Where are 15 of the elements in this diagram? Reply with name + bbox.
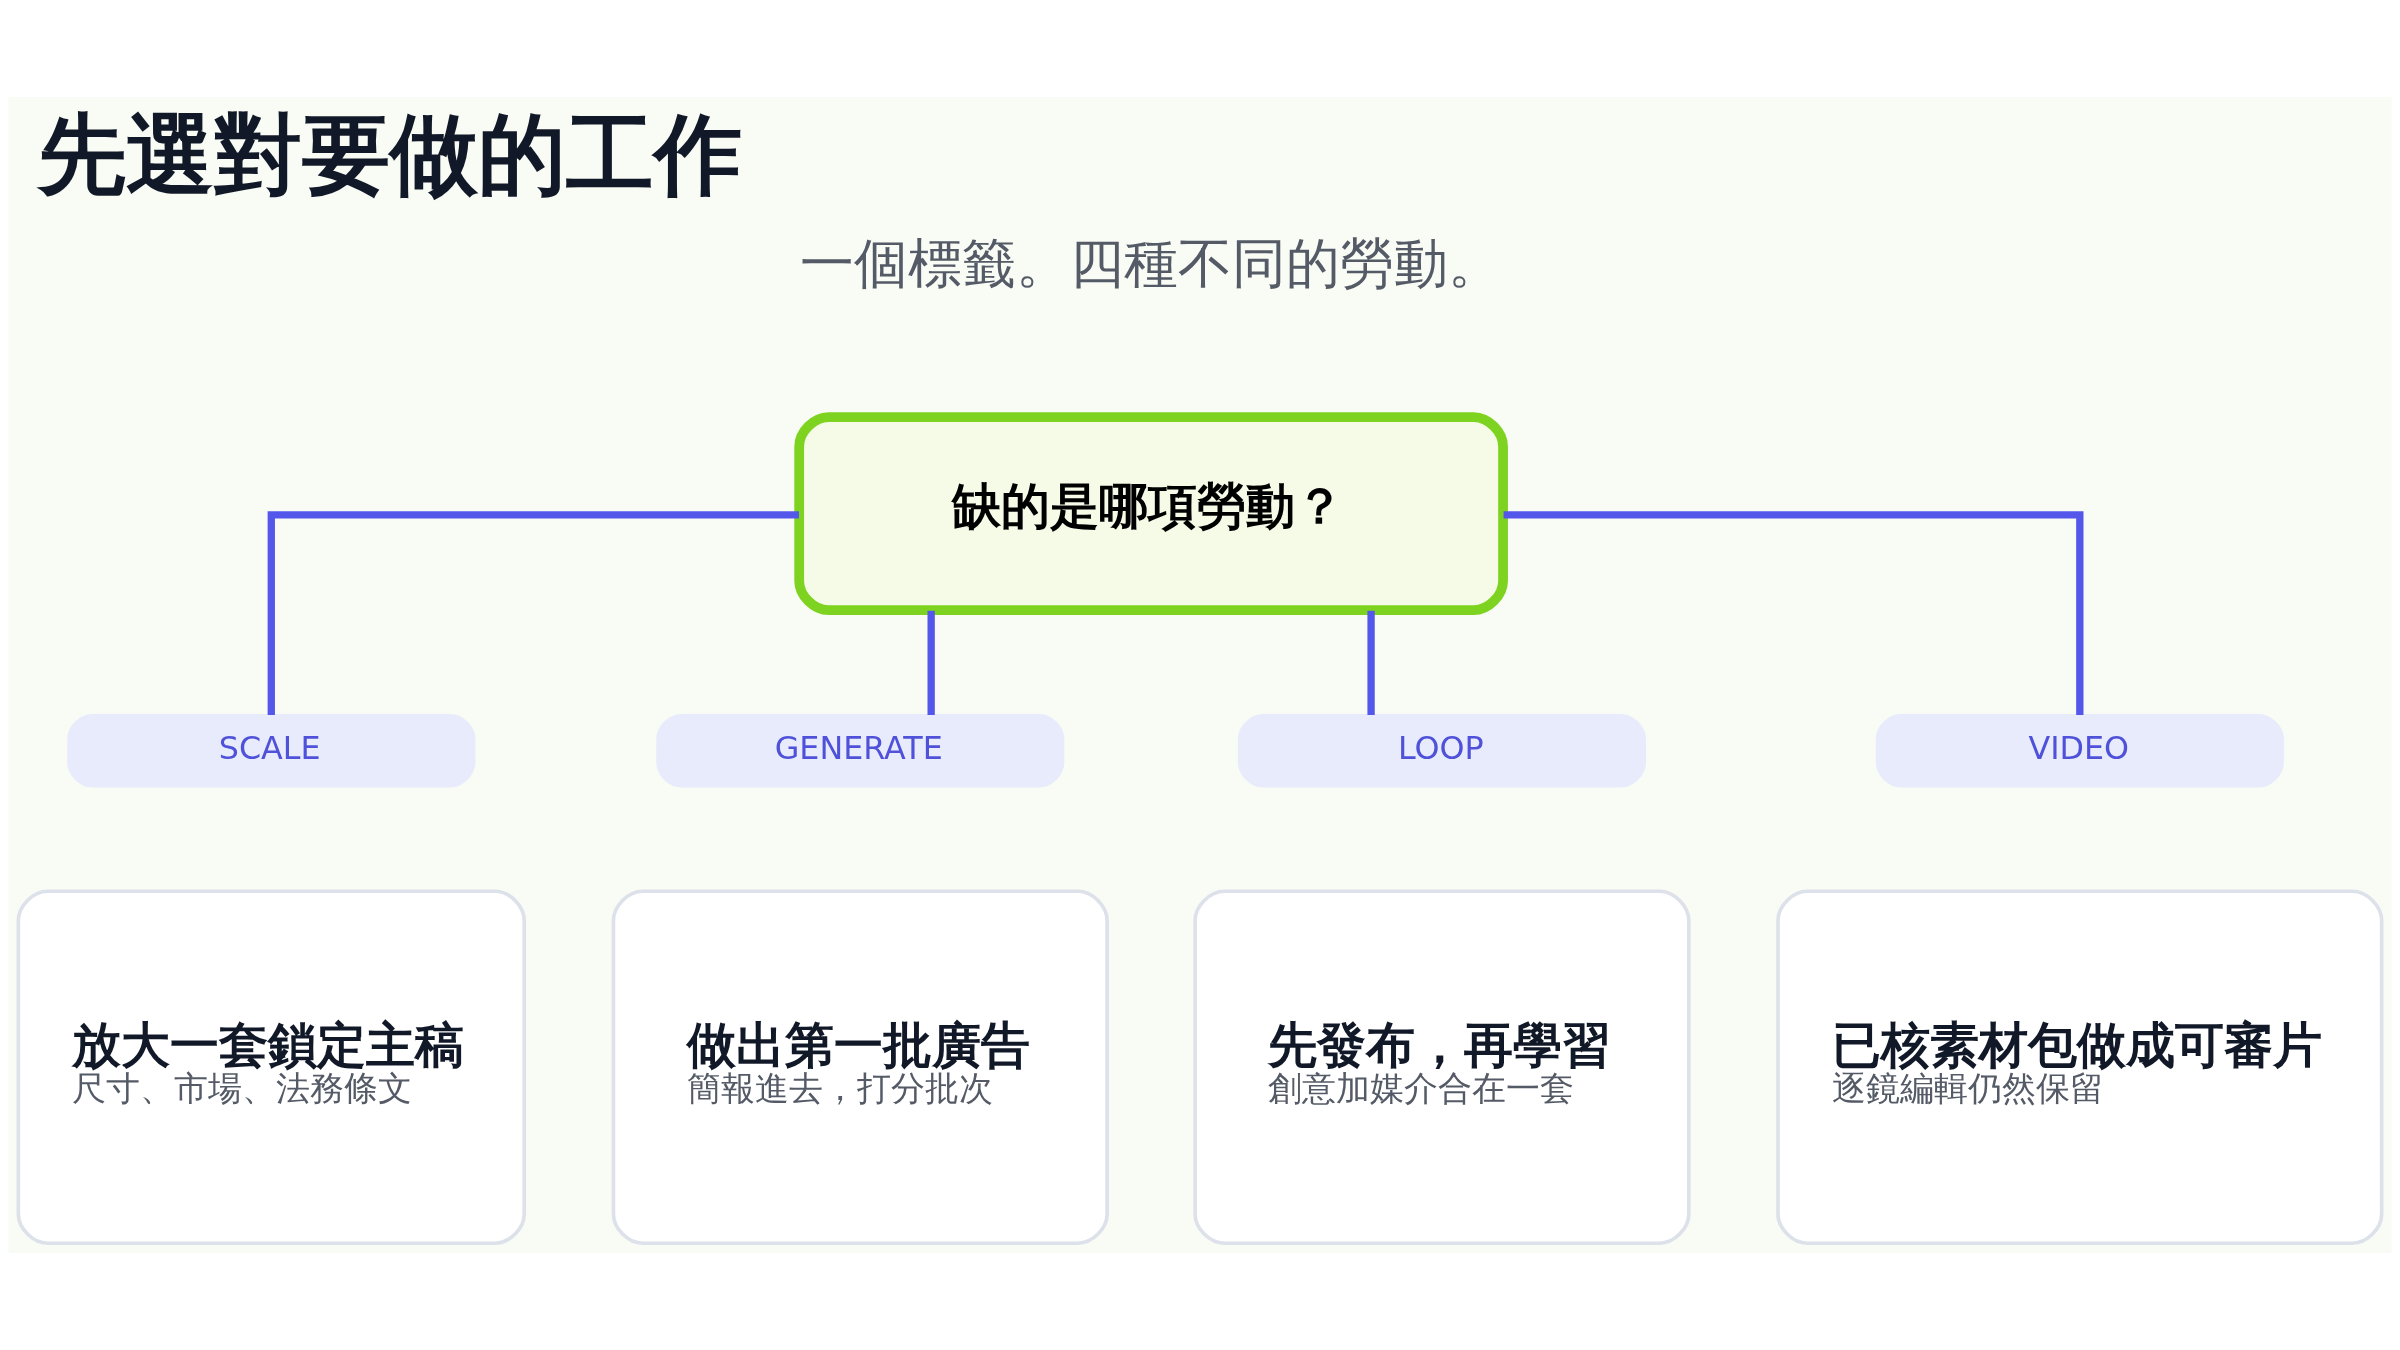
node-box: 做出第一批廣告 簡報進去，打分批次 [611,889,1109,1246]
connector [1503,511,2084,715]
connector [267,511,799,715]
connector [927,610,935,715]
node-box: LOOP [1237,714,1646,788]
node-box: 放大一套鎖定主稿 尺寸、市場、法務條文 [16,889,527,1246]
node-box: SCALE [67,714,476,788]
node-box: 缺的是哪項勞動？ [794,412,1508,616]
node-box: 已核素材包做成可審片 逐鏡編輯仍然保留 [1776,889,2384,1246]
connector [1367,610,1375,715]
node-box: VIDEO [1875,714,2284,788]
node-box: GENERATE [656,714,1065,788]
node-box: 先發布，再學習 創意加媒介合在一套 [1193,889,1691,1246]
label: 一個標籤。四種不同的勞動。 [800,231,1503,295]
diagram-title: 先選對要做的工作 [37,102,742,206]
